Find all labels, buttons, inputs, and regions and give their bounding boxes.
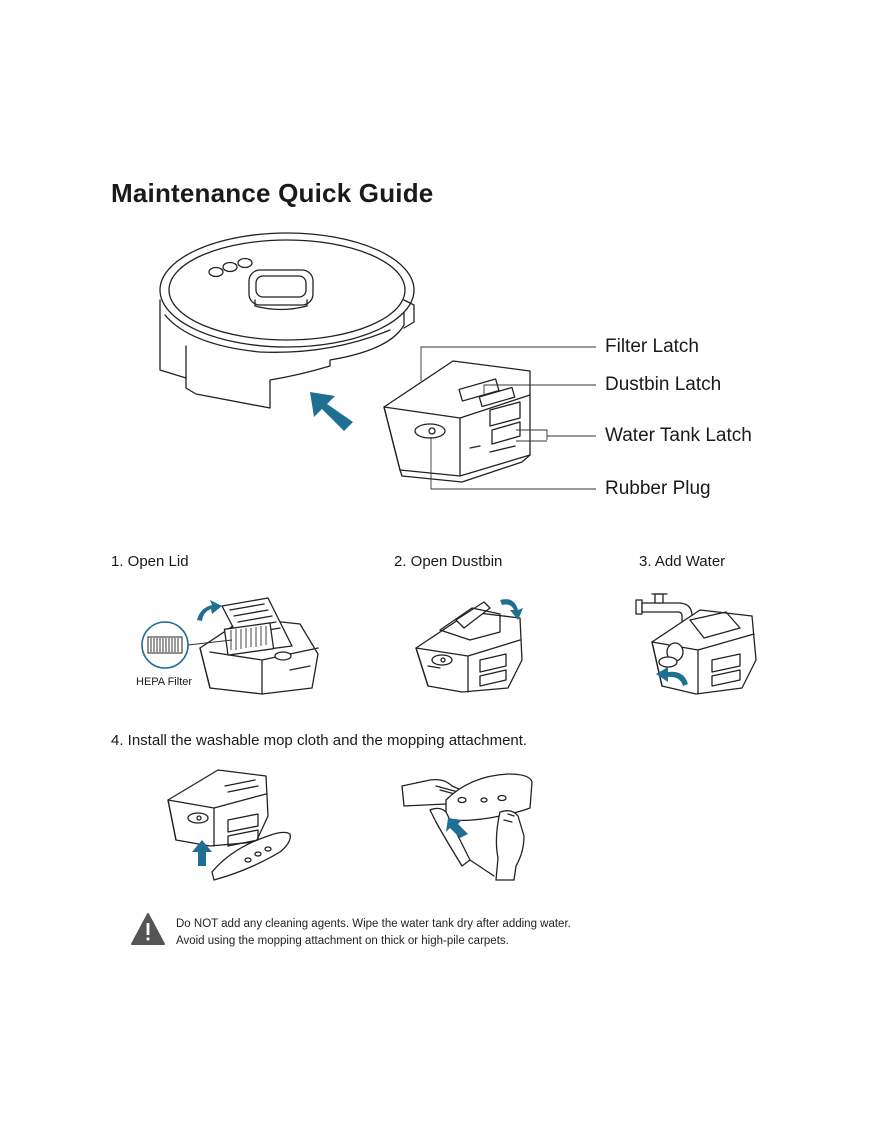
- arrow-icon: [197, 600, 222, 621]
- rubber-plug-label: Rubber Plug: [605, 478, 711, 499]
- hepa-filter-label: HEPA Filter: [136, 676, 193, 688]
- arrow-icon: [192, 840, 212, 866]
- page-title: Maintenance Quick Guide: [111, 178, 434, 208]
- warning-line-1: Do NOT add any cleaning agents. Wipe the…: [176, 918, 571, 930]
- warning-line-2: Avoid using the mopping attachment on th…: [176, 935, 509, 947]
- arrow-icon: [656, 667, 688, 686]
- dustbin-illustration: [383, 360, 531, 483]
- hepa-filter-icon: [141, 621, 233, 669]
- water-tank-latch-label: Water Tank Latch: [605, 425, 752, 446]
- step-4-heading: 4. Install the washable mop cloth and th…: [111, 732, 528, 749]
- arrow-icon: [500, 599, 523, 620]
- callout-leader-lines: [420, 346, 596, 490]
- arrow-icon: [310, 392, 353, 431]
- step-3-heading: 3. Add Water: [639, 553, 726, 570]
- arrow-icon: [446, 818, 468, 838]
- step-2-heading: 2. Open Dustbin: [394, 553, 503, 570]
- filter-latch-label: Filter Latch: [605, 336, 699, 357]
- dustbin-latch-label: Dustbin Latch: [605, 374, 722, 395]
- robot-vacuum-body: [159, 232, 415, 409]
- warning-icon: [131, 913, 165, 945]
- step-1-heading: 1. Open Lid: [111, 553, 189, 570]
